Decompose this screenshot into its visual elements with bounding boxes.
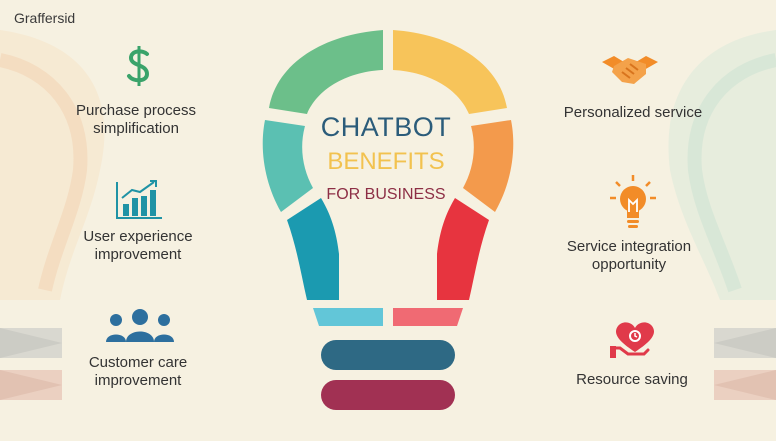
heart-in-hand-icon (610, 322, 655, 358)
title-line-1: CHATBOT (320, 112, 452, 142)
title-line-2: BENEFITS (327, 148, 445, 175)
benefit-user-experience-label: User experience improvement (83, 228, 193, 263)
bulb-segment-mid-right (463, 120, 514, 212)
bulb-segment-lower-right (437, 198, 489, 300)
growth-chart-icon (116, 180, 162, 219)
bulb-segment-top-left (269, 30, 383, 114)
benefit-purchase-label: Purchase process simplification (75, 102, 197, 137)
benefit-personalized-label: Personalized service (563, 104, 703, 121)
bulb-segment-bottom-right (393, 308, 463, 326)
bulb-base-bottom (321, 380, 455, 410)
bulb-segment-lower-left (287, 198, 339, 300)
bulb-segment-bottom-left (313, 308, 383, 326)
handshake-icon (602, 56, 658, 84)
dollar-icon (127, 46, 150, 86)
brand-label: Graffersid (14, 10, 76, 26)
title-line-3: FOR BUSINESS (326, 186, 446, 203)
bulb-segment-top-right (393, 30, 507, 114)
bulb-base-top (321, 340, 455, 370)
benefit-integration-label: Service integration opportunity (566, 238, 692, 273)
left-decor (0, 30, 105, 400)
benefit-customer-care-label: Customer care improvement (88, 354, 188, 389)
bulb-segment-mid-left (262, 120, 313, 212)
right-decor (668, 30, 776, 400)
lightbulb-graphic (262, 30, 514, 410)
people-group-icon (106, 309, 174, 342)
lightbulb-icon (610, 175, 656, 228)
benefit-resource-label: Resource saving (576, 371, 688, 388)
